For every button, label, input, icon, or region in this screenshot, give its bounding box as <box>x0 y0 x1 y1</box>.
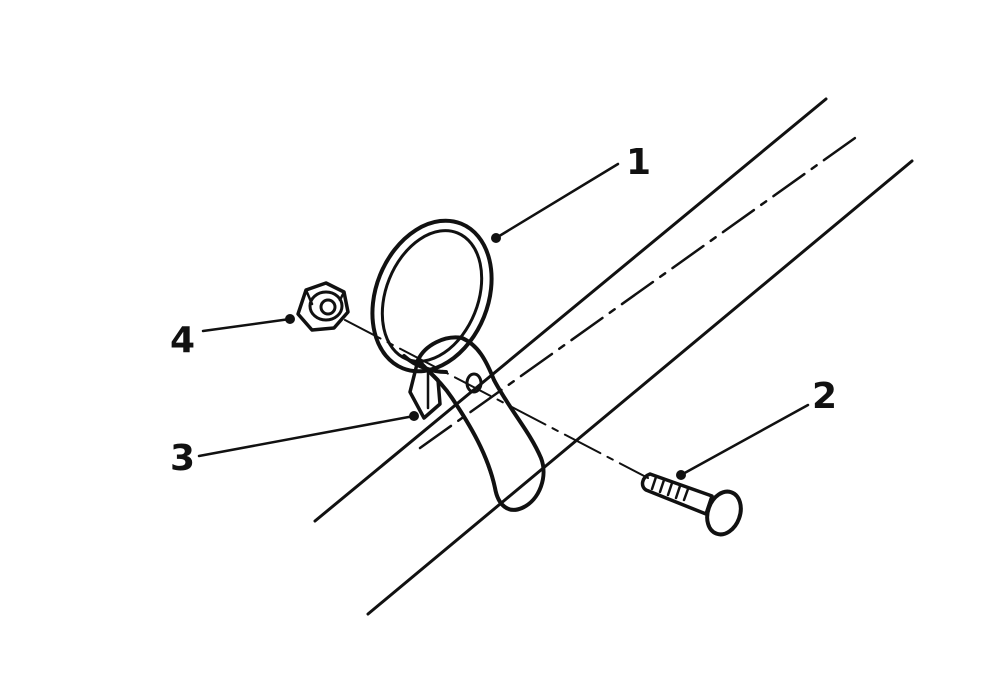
leader-1 <box>494 162 620 240</box>
nut <box>296 281 350 332</box>
callout-2: 2 <box>812 376 837 417</box>
bolt <box>640 472 743 537</box>
pipe-upper-edge <box>313 97 828 523</box>
leader-3 <box>197 414 416 458</box>
leader-1-dot <box>491 233 501 243</box>
callout-4: 4 <box>170 320 195 361</box>
leader-2-dot <box>676 470 686 480</box>
leader-4 <box>201 317 292 333</box>
callout-3: 3 <box>170 438 195 479</box>
strap-clamp <box>402 335 546 512</box>
ring <box>370 218 494 374</box>
callout-1: 1 <box>626 142 651 183</box>
pipe-lower-edge <box>366 159 914 616</box>
leader-4-dot <box>285 314 295 324</box>
pipe <box>313 97 914 616</box>
leader-2 <box>679 403 810 477</box>
leader-lines <box>197 162 810 480</box>
assembly-axis-line <box>344 319 649 479</box>
leader-3-dot <box>409 411 419 421</box>
pipe-centerline <box>418 131 864 450</box>
